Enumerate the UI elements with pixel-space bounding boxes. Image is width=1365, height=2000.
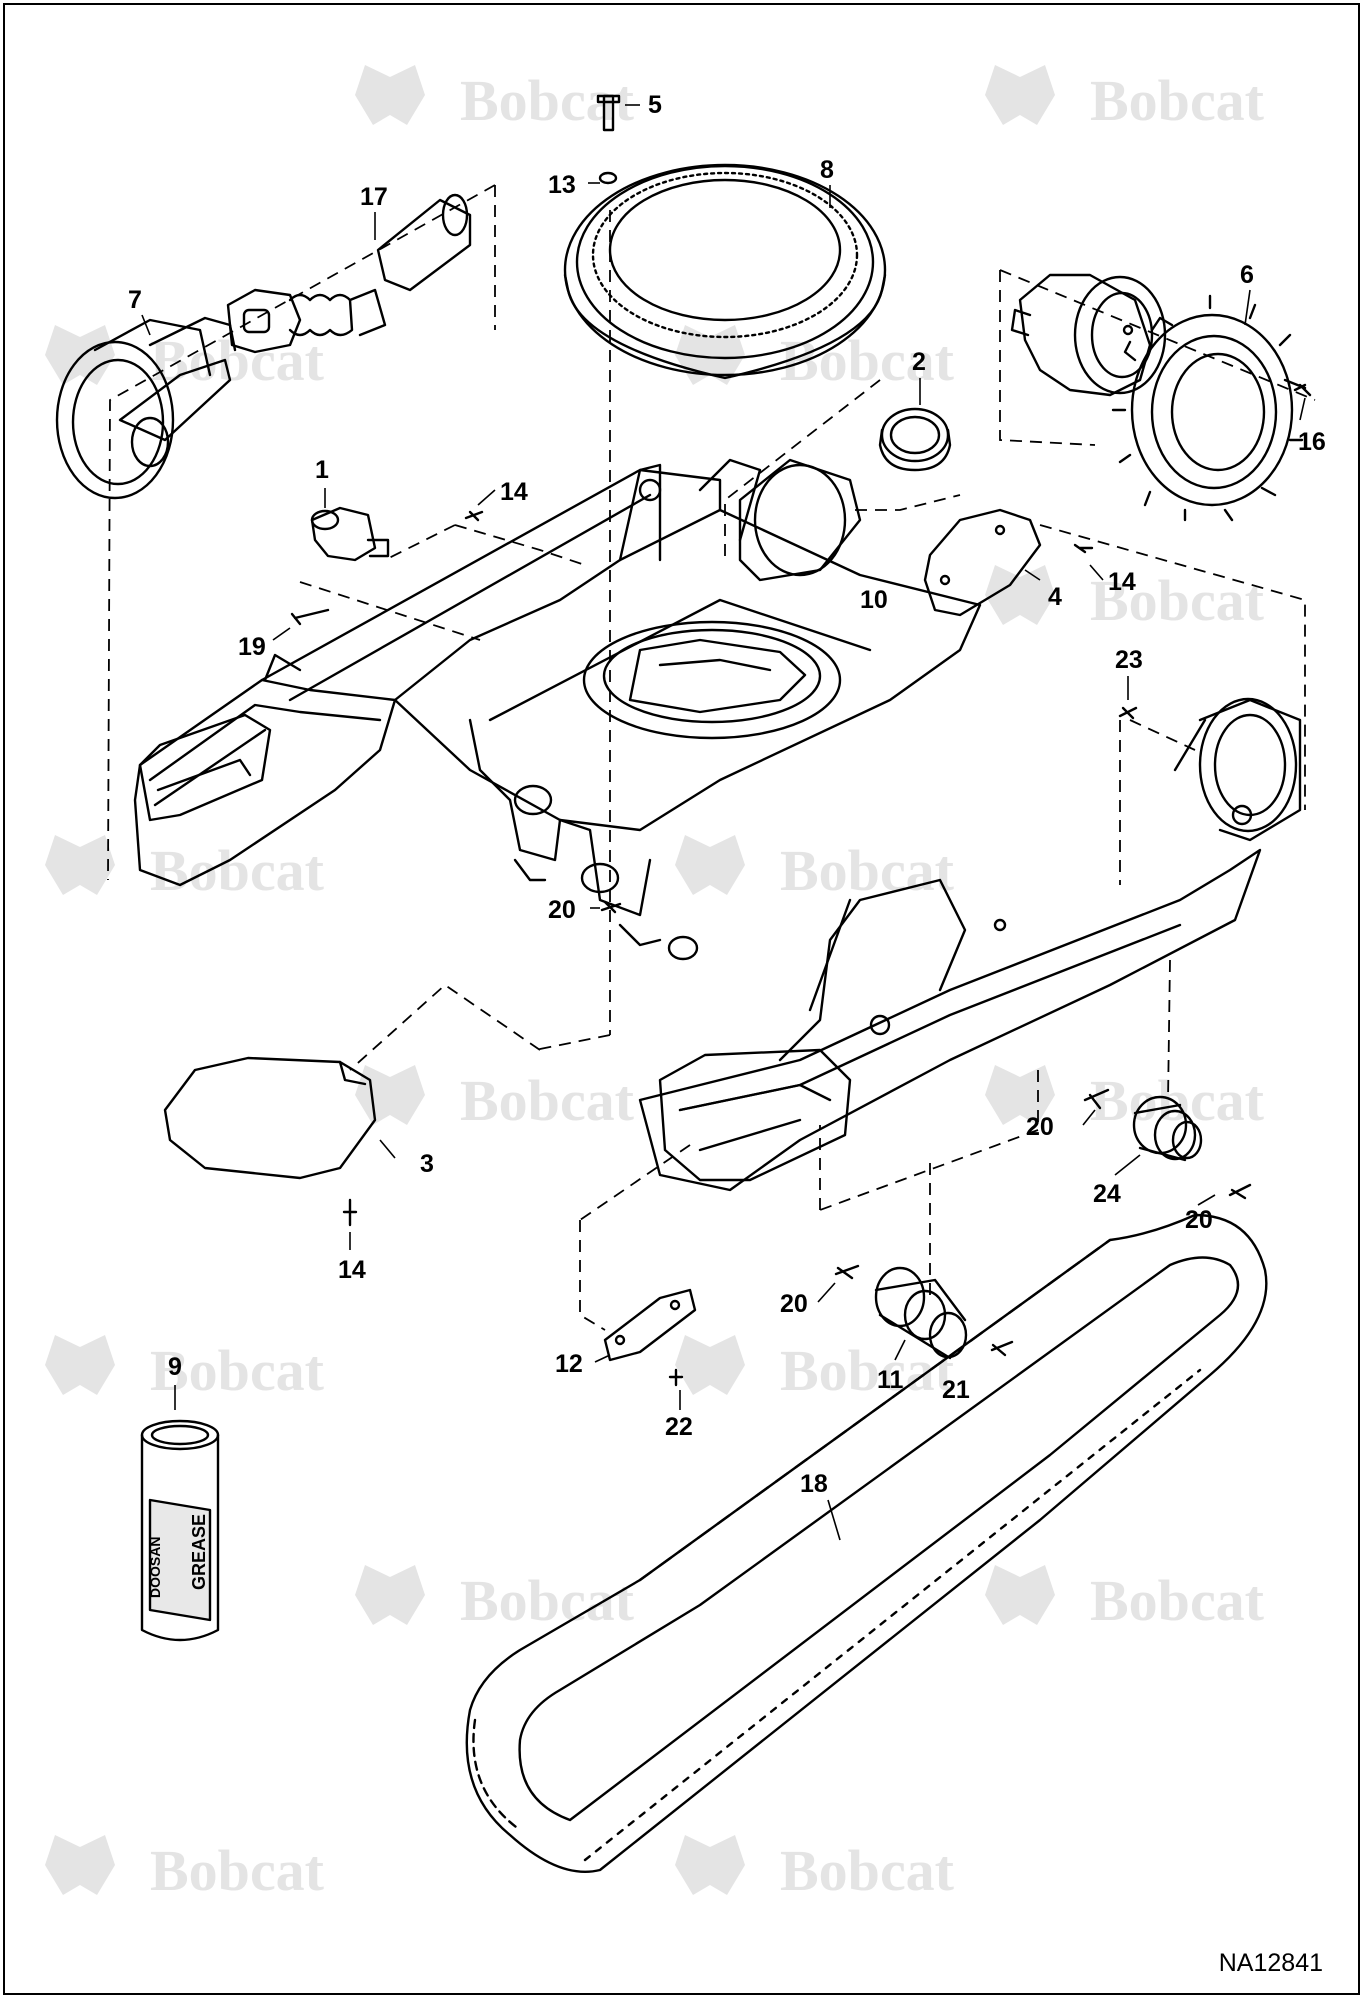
callout-17: 20 xyxy=(548,896,576,924)
bottom-cover-part xyxy=(163,1056,377,1227)
small-bolts xyxy=(290,510,1138,914)
callout-14-bottom: 14 xyxy=(338,1256,366,1284)
bobcat-logo-icon xyxy=(45,1335,115,1395)
callout-5: 5 xyxy=(648,91,662,119)
track-frame-part xyxy=(133,458,1302,1192)
callout-13: 13 xyxy=(548,171,576,199)
bobcat-logo-icon xyxy=(355,1065,425,1125)
track-guard-part xyxy=(603,1288,697,1387)
callout-1: 1 xyxy=(315,456,329,484)
callout-labels: 5 13 8 17 7 6 2 16 1 14 4 14 10 19 23 20… xyxy=(128,91,1326,1498)
pin-part xyxy=(310,506,390,562)
rubber-track-part xyxy=(465,1213,1268,1874)
watermark-text: Bobcat xyxy=(1090,1068,1265,1133)
bobcat-logo-icon xyxy=(675,1835,745,1895)
callout-12: 12 xyxy=(555,1350,583,1378)
callout-7: 7 xyxy=(128,286,142,314)
bobcat-logo-icon xyxy=(45,325,115,385)
callout-20-b: 20 xyxy=(1185,1206,1213,1234)
bobcat-logo-icon xyxy=(985,1565,1055,1625)
watermark-text: Bobcat xyxy=(780,1838,955,1903)
callout-18: 16 xyxy=(1298,428,1326,456)
callout-22: 22 xyxy=(665,1413,693,1441)
watermark-text: Bobcat xyxy=(150,1838,325,1903)
track-adjuster-part xyxy=(226,193,472,354)
track-roller-part xyxy=(834,1264,1014,1360)
watermark-text: Bobcat xyxy=(1090,68,1265,133)
watermark-text: Bobcat xyxy=(780,838,955,903)
watermark-text: Bobcat xyxy=(1090,1568,1265,1633)
watermark-text: Bobcat xyxy=(150,838,325,903)
grease-label-text: GREASE xyxy=(189,1514,209,1590)
grease-brand-text: DOOSAN xyxy=(147,1537,163,1598)
bobcat-logo-icon xyxy=(675,1335,745,1395)
callout-4: 4 xyxy=(1048,583,1062,611)
callout-21: 18 xyxy=(800,1470,828,1498)
callout-15: 19 xyxy=(238,633,266,661)
callout-23: 23 xyxy=(1115,646,1143,674)
figure-id: NA12841 xyxy=(1218,1949,1323,1977)
swing-bearing-part xyxy=(563,163,887,380)
watermark-text: Bobcat xyxy=(150,1338,325,1403)
callout-14-right: 14 xyxy=(1108,568,1136,596)
callout-20-d: 21 xyxy=(942,1376,970,1404)
callout-2: 2 xyxy=(912,348,926,376)
callout-11: 11 xyxy=(877,1366,904,1394)
callout-8: 8 xyxy=(820,156,834,184)
callout-24: 24 xyxy=(1093,1180,1121,1208)
bobcat-logo-icon xyxy=(675,835,745,895)
watermark-text: Bobcat xyxy=(460,68,635,133)
callout-20-a: 20 xyxy=(1026,1113,1054,1141)
front-idler-part xyxy=(55,316,237,500)
callout-20-c: 20 xyxy=(780,1290,808,1318)
watermark-text: Bobcat xyxy=(1090,568,1265,633)
callout-10: 10 xyxy=(860,586,888,614)
callout-19: 17 xyxy=(360,183,388,211)
bobcat-logo-icon xyxy=(355,65,425,125)
carrier-roller-part xyxy=(1083,1088,1252,1200)
drawing-frame xyxy=(3,3,1360,1995)
cover-plate-part xyxy=(923,508,1094,617)
watermark-text: Bobcat xyxy=(150,328,325,393)
bobcat-logo-icon xyxy=(45,1835,115,1895)
callout-ticks xyxy=(141,104,1306,1541)
bolt-part xyxy=(596,94,621,185)
bobcat-logo-icon xyxy=(45,835,115,895)
bobcat-logo-icon xyxy=(355,1565,425,1625)
callout-16: 14 xyxy=(500,478,528,506)
bobcat-logo-icon xyxy=(985,565,1055,625)
watermark-text: Bobcat xyxy=(460,1068,635,1133)
leader-lines xyxy=(107,184,1316,1331)
watermark-text: Bobcat xyxy=(780,1338,955,1403)
bobcat-logo-icon xyxy=(985,65,1055,125)
watermark-text: Bobcat xyxy=(460,1568,635,1633)
callout-3: 3 xyxy=(420,1150,434,1178)
seal-part xyxy=(878,407,952,472)
drive-motor-part xyxy=(1010,273,1312,522)
callout-9: 9 xyxy=(168,1353,182,1381)
callout-6: 6 xyxy=(1240,261,1254,289)
grease-cartridge-part xyxy=(140,1419,220,1642)
